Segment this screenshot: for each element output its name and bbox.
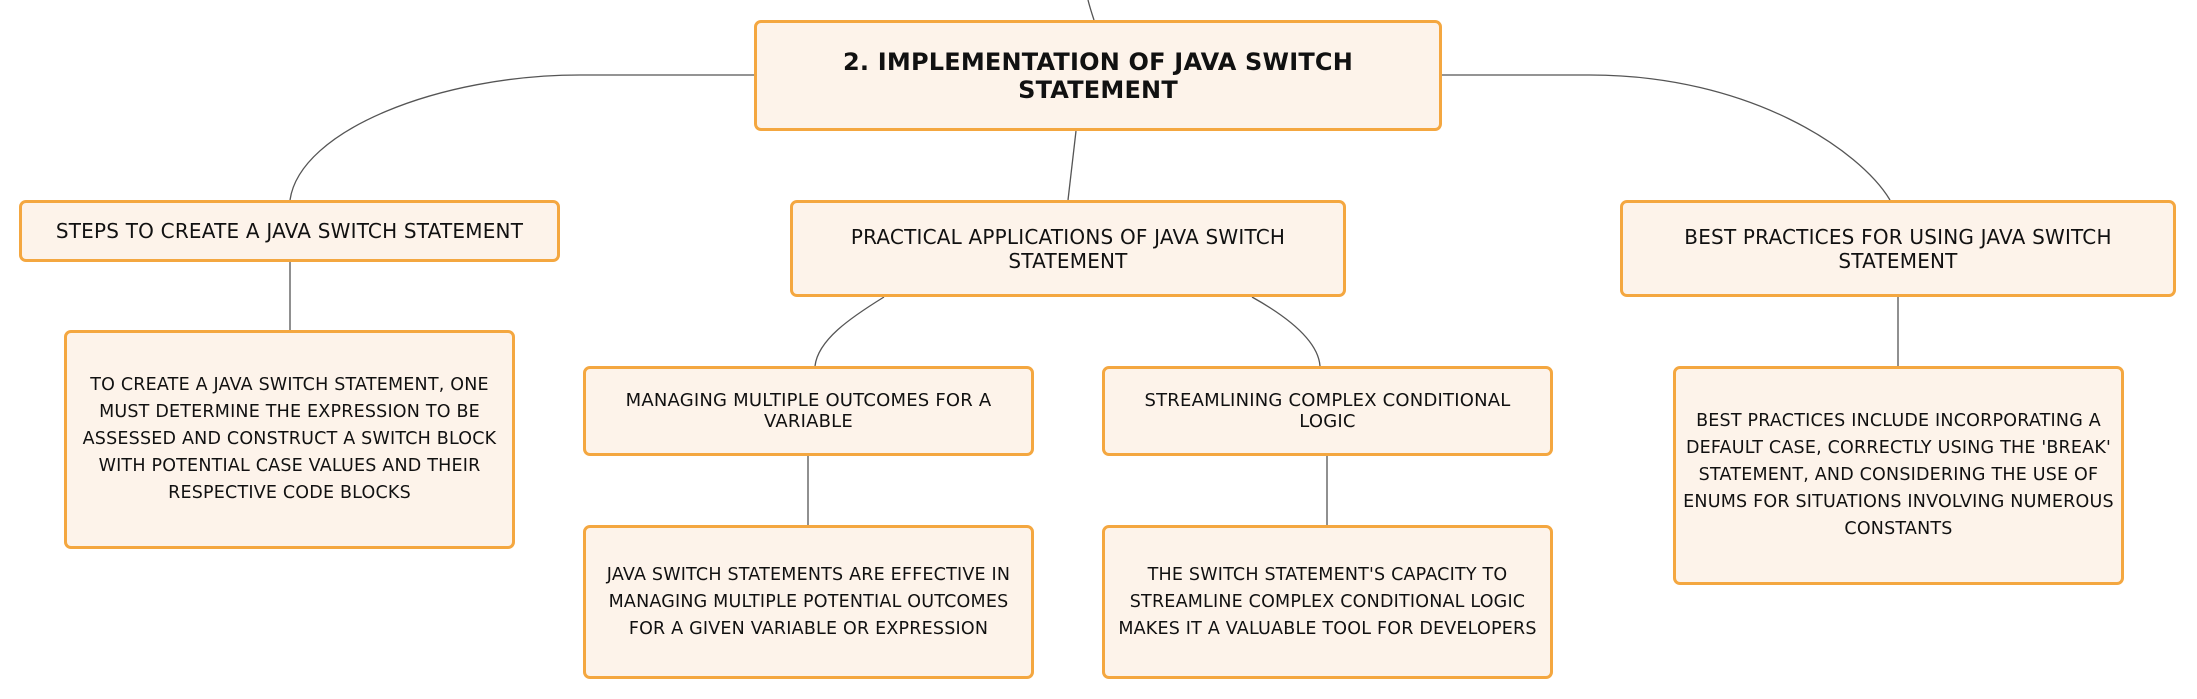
topic-node-practical-applications-label: PRACTICAL APPLICATIONS OF JAVA SWITCH ST…: [850, 224, 1286, 273]
detail-node-steps[interactable]: TO CREATE A JAVA SWITCH STATEMENT, ONE M…: [64, 330, 515, 549]
connector-practical-to-multi: [814, 296, 885, 367]
subtopic-node-multiple-outcomes[interactable]: MANAGING MULTIPLE OUTCOMES FOR A VARIABL…: [583, 366, 1034, 456]
connector-root-parent: [1087, 0, 1095, 21]
detail-node-best-practices[interactable]: BEST PRACTICES INCLUDE INCORPORATING A D…: [1673, 366, 2124, 585]
topic-node-best-practices[interactable]: BEST PRACTICES FOR USING JAVA SWITCH STA…: [1620, 200, 2176, 297]
connector-practical-to-stream: [1251, 296, 1321, 367]
connector-root-to-best: [1442, 74, 1891, 201]
subtopic-node-streamlining-logic[interactable]: STREAMLINING COMPLEX CONDITIONAL LOGIC: [1102, 366, 1553, 456]
detail-node-best-practices-text: BEST PRACTICES INCLUDE INCORPORATING A D…: [1683, 411, 2114, 539]
root-node-label: 2. IMPLEMENTATION OF JAVA SWITCH STATEME…: [842, 47, 1354, 104]
detail-node-streamlining-logic[interactable]: THE SWITCH STATEMENT'S CAPACITY TO STREA…: [1102, 525, 1553, 679]
root-node[interactable]: 2. IMPLEMENTATION OF JAVA SWITCH STATEME…: [754, 20, 1442, 131]
detail-node-multiple-outcomes-text: JAVA SWITCH STATEMENTS ARE EFFECTIVE IN …: [606, 564, 1011, 639]
subtopic-node-streamlining-logic-label: STREAMLINING COMPLEX CONDITIONAL LOGIC: [1144, 390, 1511, 432]
subtopic-node-multiple-outcomes-label: MANAGING MULTIPLE OUTCOMES FOR A VARIABL…: [625, 390, 992, 432]
topic-node-steps-label: STEPS TO CREATE A JAVA SWITCH STATEMENT: [55, 219, 524, 243]
connector-root-to-practical: [1067, 130, 1077, 201]
topic-node-steps[interactable]: STEPS TO CREATE A JAVA SWITCH STATEMENT: [19, 200, 560, 262]
topic-node-best-practices-label: BEST PRACTICES FOR USING JAVA SWITCH STA…: [1684, 224, 2112, 273]
detail-node-streamlining-logic-text: THE SWITCH STATEMENT'S CAPACITY TO STREA…: [1118, 564, 1537, 639]
detail-node-multiple-outcomes[interactable]: JAVA SWITCH STATEMENTS ARE EFFECTIVE IN …: [583, 525, 1034, 679]
topic-node-practical-applications[interactable]: PRACTICAL APPLICATIONS OF JAVA SWITCH ST…: [790, 200, 1346, 297]
detail-node-steps-text: TO CREATE A JAVA SWITCH STATEMENT, ONE M…: [82, 375, 497, 503]
connector-root-to-steps: [289, 74, 754, 201]
